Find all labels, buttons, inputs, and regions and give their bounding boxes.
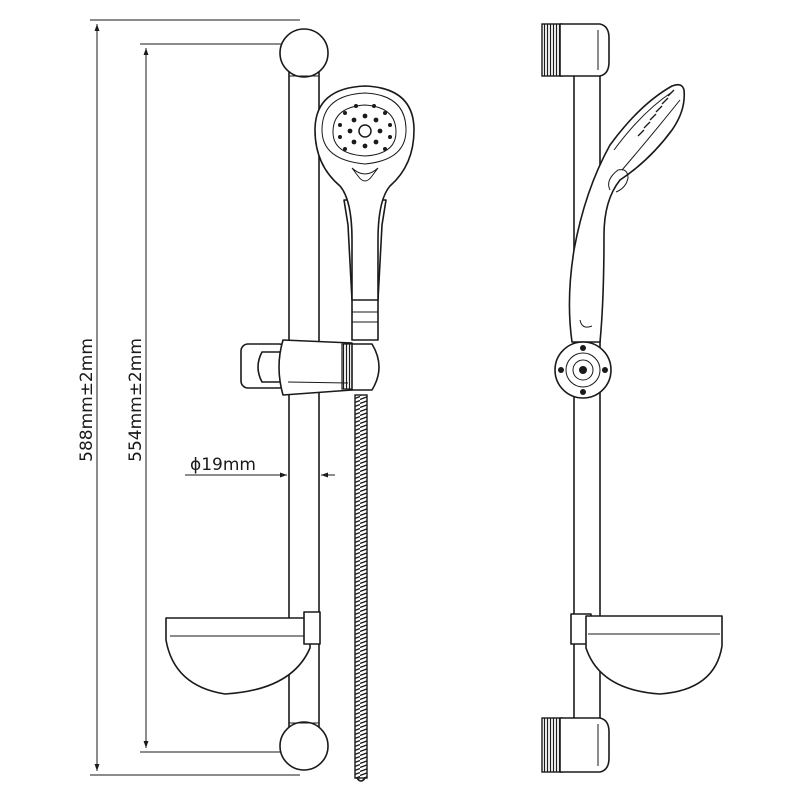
bottom-wall-bracket-side: [541, 717, 610, 773]
spray-nozzles: [338, 104, 392, 151]
rail-diameter-dimension: ϕ19mm: [185, 455, 335, 478]
slider-holder-front: [240, 339, 380, 396]
spray-face-side: [637, 89, 675, 137]
overall-height-dimension: [90, 19, 300, 776]
bracket-spacing-dimension: [140, 43, 300, 753]
overall-height-label: 588mm±2mm: [77, 338, 97, 462]
top-wall-bracket: [279, 28, 329, 78]
shower-hose: [354, 394, 368, 779]
soap-dish-front: [165, 611, 321, 695]
bottom-wall-bracket: [279, 721, 329, 771]
hand-shower-front: [314, 85, 415, 341]
rail-diameter-label: ϕ19mm: [190, 455, 256, 475]
slider-holder-side: [554, 341, 612, 399]
soap-dish-side: [570, 613, 723, 695]
hand-shower-side: [568, 83, 686, 343]
side-view: [541, 23, 723, 773]
front-view: 588mm±2mm 554mm±2mm ϕ19mm: [77, 19, 415, 782]
bracket-spacing-label: 554mm±2mm: [126, 338, 146, 462]
top-wall-bracket-side: [541, 23, 610, 77]
